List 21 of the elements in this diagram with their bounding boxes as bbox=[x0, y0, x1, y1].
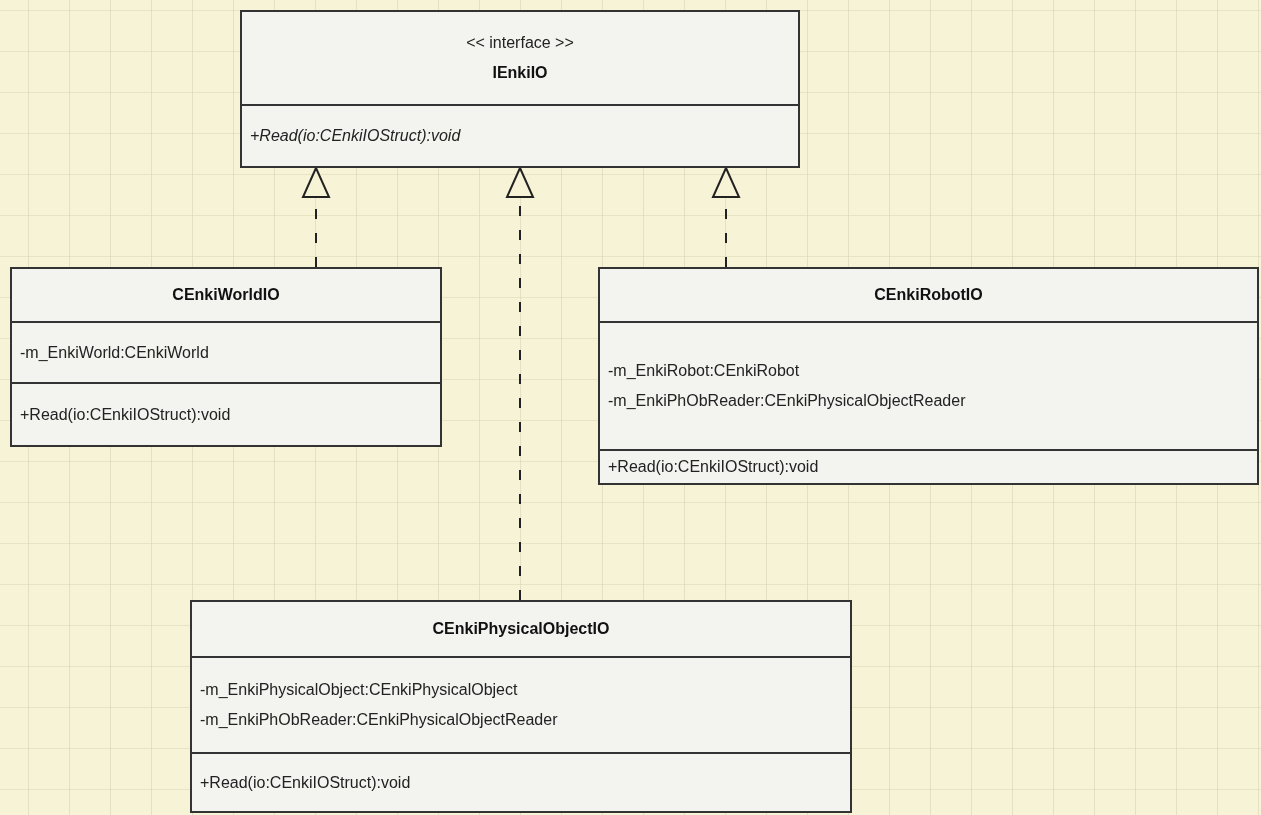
class-box bbox=[598, 267, 1259, 485]
attribute-text: -m_EnkiRobot:CEnkiRobot bbox=[607, 360, 801, 381]
realization-arrow bbox=[302, 167, 330, 268]
attribute-text: -m_EnkiWorld:CEnkiWorld bbox=[19, 342, 210, 363]
stereotype-label: << interface >> bbox=[465, 32, 575, 53]
attribute-text: -m_EnkiPhObReader:CEnkiPhysicalObjectReader bbox=[199, 710, 559, 731]
attribute-text: -m_EnkiPhysicalObject:CEnkiPhysicalObject bbox=[199, 680, 519, 701]
class-name: CEnkiWorldIO bbox=[171, 284, 281, 305]
class-box bbox=[240, 10, 800, 168]
class-name: IEnkiIO bbox=[491, 62, 549, 83]
attribute-text: -m_EnkiPhObReader:CEnkiPhysicalObjectReader bbox=[607, 390, 967, 411]
method-text: +Read(io:CEnkiIOStruct):void bbox=[199, 772, 412, 793]
class-name: CEnkiPhysicalObjectIO bbox=[431, 618, 611, 639]
realization-arrow bbox=[506, 167, 534, 601]
realization-arrow bbox=[712, 167, 740, 268]
class-name: CEnkiRobotIO bbox=[873, 285, 984, 305]
method-text: +Read(io:CEnkiIOStruct):void bbox=[249, 125, 462, 146]
method-text: +Read(io:CEnkiIOStruct):void bbox=[607, 456, 820, 477]
method-text: +Read(io:CEnkiIOStruct):void bbox=[19, 404, 232, 425]
class-box bbox=[190, 600, 852, 813]
class-box bbox=[10, 267, 442, 447]
